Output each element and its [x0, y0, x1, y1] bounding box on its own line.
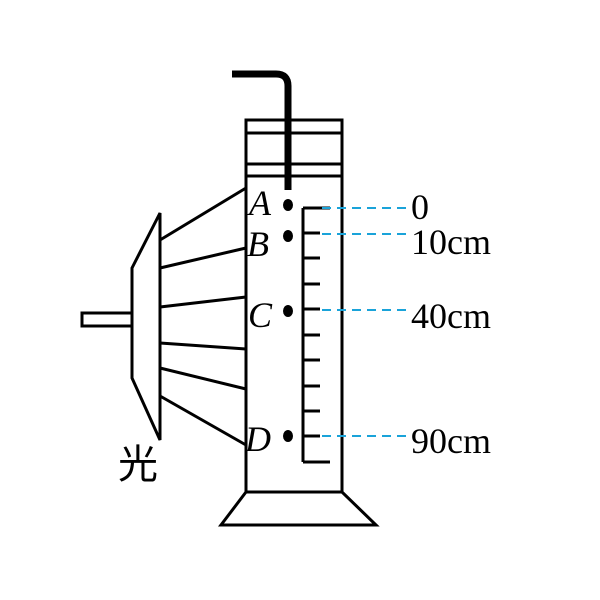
bent-tube [232, 70, 292, 190]
leader-lines [322, 207, 408, 437]
light-ray [159, 246, 247, 270]
light-ray [159, 366, 247, 391]
depth-label-c: 40cm [411, 296, 491, 336]
point-c-dot [283, 305, 293, 317]
point-b-label: B [247, 224, 269, 264]
point-c-label: C [248, 295, 273, 335]
light-label: 光 [118, 442, 158, 488]
lamp-shade [130, 212, 162, 441]
sample-points [283, 199, 293, 442]
light-ray [159, 341, 247, 351]
point-d-label: D [244, 419, 271, 459]
depth-label-b: 10cm [411, 222, 491, 262]
light-ray [159, 394, 247, 447]
light-rays [159, 186, 247, 447]
depth-label-d: 90cm [411, 421, 491, 461]
ruler [301, 206, 330, 464]
point-a-dot [283, 199, 293, 211]
point-d-dot [283, 430, 293, 442]
lamp-handle [80, 311, 134, 328]
point-b-dot [283, 230, 293, 242]
point-a-label: A [247, 183, 272, 223]
light-ray [159, 186, 247, 242]
cylinder [217, 118, 380, 527]
cylinder-base [217, 490, 380, 527]
light-ray [159, 295, 247, 309]
lamp [80, 212, 162, 441]
depth-label-a: 0 [411, 187, 429, 227]
